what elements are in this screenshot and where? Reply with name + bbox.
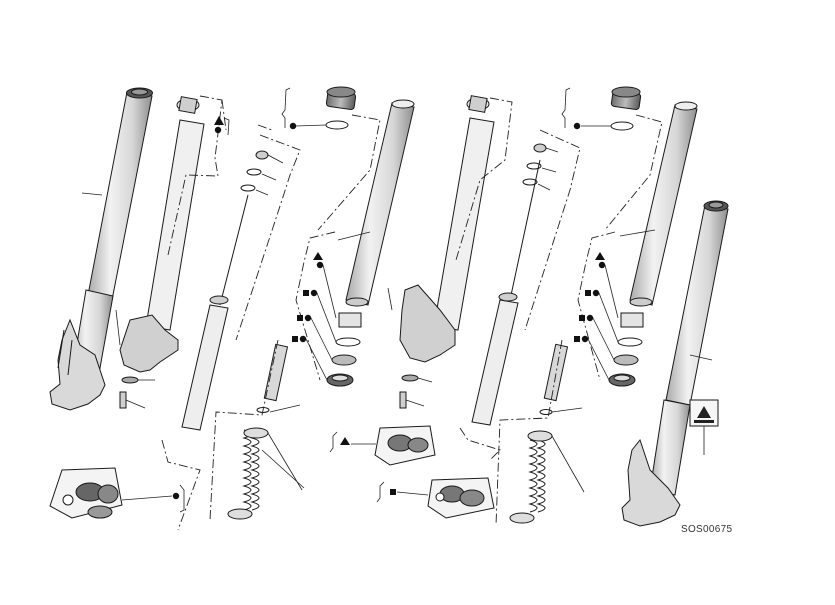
dot-symbol [214, 126, 222, 134]
leader-line [81, 192, 103, 196]
left-seal-kit [49, 467, 185, 519]
right-fork-foot [621, 438, 681, 527]
left-cartridge-cap-group [281, 86, 357, 130]
right-cartridge-cap-group [561, 86, 642, 131]
left-damper-rod [219, 194, 249, 306]
right-damper-cartridge [471, 143, 547, 426]
left-axle-clamp [119, 314, 179, 373]
square-symbol [390, 489, 396, 495]
dot-symbol [172, 492, 180, 500]
right-spring-assembly [509, 343, 585, 524]
left-bolt [119, 391, 127, 409]
right-fork-assembly [621, 200, 729, 527]
left-fork-assembly [49, 87, 153, 411]
right-symbol-column [574, 252, 619, 381]
left-washer [121, 376, 139, 384]
right-seal-stack [608, 312, 644, 387]
left-damper-cartridge [181, 150, 269, 431]
left-o-ring [325, 120, 349, 130]
triangle-symbol [340, 437, 350, 445]
dot-symbol [289, 122, 297, 130]
left-fork-foot [49, 318, 106, 411]
left-spring-guide [263, 343, 289, 402]
diagram-code: SOS00675 [681, 524, 733, 535]
left-spring-assembly [227, 343, 305, 520]
left-spring-cup [227, 508, 253, 520]
right-upper-tube [619, 101, 698, 307]
left-nut [255, 150, 269, 160]
left-seal-stack [326, 312, 362, 387]
middle-upper-tube [337, 99, 415, 307]
center-square-kit [376, 477, 495, 519]
left-cap-symbols [214, 116, 230, 136]
left-fork-upper-tube [87, 91, 153, 301]
right-axle-clamp [399, 284, 456, 363]
left-spring [242, 429, 260, 511]
triangle-symbol [214, 116, 224, 125]
left-cartridge-tube [181, 304, 229, 431]
warning-label [689, 399, 719, 455]
center-triangle-kit [329, 425, 436, 466]
right-outer-tube-group [387, 95, 495, 409]
left-symbol-column [292, 252, 337, 381]
left-spring-seat [243, 427, 269, 439]
